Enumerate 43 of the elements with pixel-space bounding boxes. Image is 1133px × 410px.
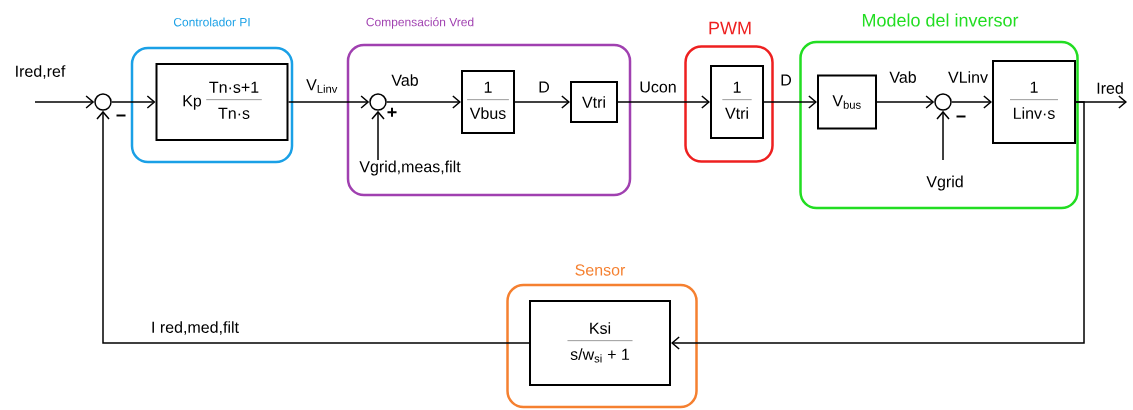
transfer-block: V$_{bus}$ bbox=[817, 74, 877, 130]
transfer-block: 1 Vtri bbox=[710, 65, 764, 139]
arrow bbox=[763, 95, 817, 109]
signal-label: Vgrid,meas,filt bbox=[359, 160, 461, 176]
sign-label: − bbox=[116, 114, 126, 117]
signal-label: D bbox=[539, 81, 549, 93]
arrow bbox=[936, 110, 950, 161]
arrow bbox=[671, 101, 1085, 350]
sign-label: − bbox=[956, 115, 966, 118]
arrow bbox=[287, 95, 370, 109]
group-title: Compensación Vred bbox=[366, 17, 474, 29]
summing-junction bbox=[94, 93, 112, 111]
signal-label: Ired bbox=[1097, 82, 1123, 94]
signal-label: Ired,ref bbox=[16, 65, 66, 79]
transfer-block: Ksi s/w$_{si}$ + 1 bbox=[529, 300, 671, 386]
transfer-block: 1 Linv·s bbox=[992, 60, 1076, 144]
arrow bbox=[96, 110, 530, 344]
arrow bbox=[34, 95, 95, 109]
signal-label: Ucon bbox=[640, 81, 676, 93]
group-title: PWM bbox=[709, 21, 751, 35]
transfer-block: Kp Tn·s+1 Tn·s bbox=[155, 63, 289, 141]
arrow bbox=[386, 95, 461, 109]
summing-junction bbox=[934, 93, 952, 111]
arrow bbox=[876, 95, 935, 109]
arrow bbox=[514, 95, 570, 109]
transfer-block: 1 Vbus bbox=[461, 70, 515, 134]
signal-label: Vgrid bbox=[926, 175, 963, 191]
transfer-block: Vtri bbox=[570, 81, 618, 123]
signal-label: V$_{Linv}$ bbox=[306, 79, 338, 93]
signal-label: D bbox=[781, 74, 791, 86]
signal-label: VLinv bbox=[948, 71, 988, 83]
signal-label: I red,med,filt bbox=[152, 321, 239, 335]
summing-junction bbox=[369, 93, 387, 111]
sign-label: + bbox=[387, 107, 397, 117]
signal-label: Vab bbox=[889, 71, 916, 83]
signal-label: Vab bbox=[391, 74, 418, 86]
arrow bbox=[111, 95, 156, 109]
arrow bbox=[371, 110, 385, 161]
group-title: Sensor bbox=[575, 264, 626, 276]
arrow bbox=[617, 95, 710, 109]
group-title: Controlador PI bbox=[173, 17, 250, 27]
arrow bbox=[951, 95, 992, 109]
group-title: Modelo del inversor bbox=[862, 13, 1019, 27]
